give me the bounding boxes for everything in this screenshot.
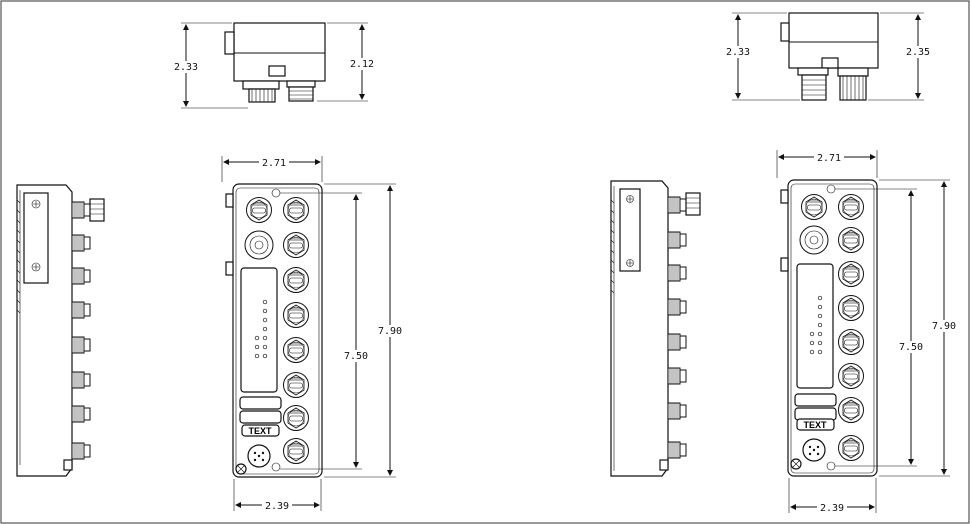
dim-left-top-overall: 2.33 bbox=[172, 22, 248, 109]
dim-right-front-height-inner: 7.50 bbox=[835, 188, 925, 467]
dim-right-top-2-33: 2.33 bbox=[726, 47, 750, 58]
dim-left-2-71: 2.71 bbox=[262, 158, 286, 169]
dim-right-front-width-top: 2.71 bbox=[776, 150, 878, 178]
left-top-view bbox=[224, 22, 326, 103]
dim-right-top-right: 2.35 bbox=[868, 12, 932, 101]
dim-left-7-50: 7.50 bbox=[344, 351, 368, 362]
dim-right-7-50: 7.50 bbox=[899, 342, 923, 353]
dim-left-top-2-33: 2.33 bbox=[174, 62, 198, 73]
dim-right-top-2-35: 2.35 bbox=[906, 47, 930, 58]
left-front-view: TEXT bbox=[225, 183, 323, 478]
right-text-button: TEXT bbox=[803, 420, 827, 430]
right-front-view: TEXT bbox=[780, 179, 878, 477]
left-port-a1 bbox=[246, 197, 272, 223]
left-side-view bbox=[16, 184, 105, 477]
dim-right-2-39: 2.39 bbox=[820, 503, 844, 514]
dim-left-top-2-12: 2.12 bbox=[350, 59, 374, 70]
dim-left-front-width-bottom: 2.39 bbox=[233, 479, 322, 512]
dim-right-7-90: 7.90 bbox=[932, 321, 956, 332]
right-led-dots bbox=[809, 295, 823, 355]
left-led-dots bbox=[254, 299, 268, 359]
left-led-panel bbox=[240, 267, 278, 393]
left-status-button bbox=[244, 230, 274, 260]
right-side-view bbox=[610, 180, 701, 477]
right-top-view bbox=[780, 12, 879, 101]
dim-left-2-39: 2.39 bbox=[265, 501, 289, 512]
right-status-button bbox=[799, 225, 829, 255]
dim-right-top-left: 2.33 bbox=[724, 12, 800, 101]
dim-left-7-90: 7.90 bbox=[378, 326, 402, 337]
right-led-panel bbox=[796, 263, 834, 389]
dim-right-front-height-outer: 7.90 bbox=[879, 179, 958, 477]
dim-right-front-width-bottom: 2.39 bbox=[788, 478, 877, 514]
dim-left-top-body: 2.12 bbox=[317, 22, 376, 102]
dim-left-front-height-inner: 7.50 bbox=[280, 192, 370, 470]
left-text-button: TEXT bbox=[248, 426, 272, 436]
dim-left-front-width-top: 2.71 bbox=[221, 156, 323, 182]
dim-right-2-71: 2.71 bbox=[817, 153, 841, 164]
dim-left-front-height-outer: 7.90 bbox=[324, 183, 404, 478]
